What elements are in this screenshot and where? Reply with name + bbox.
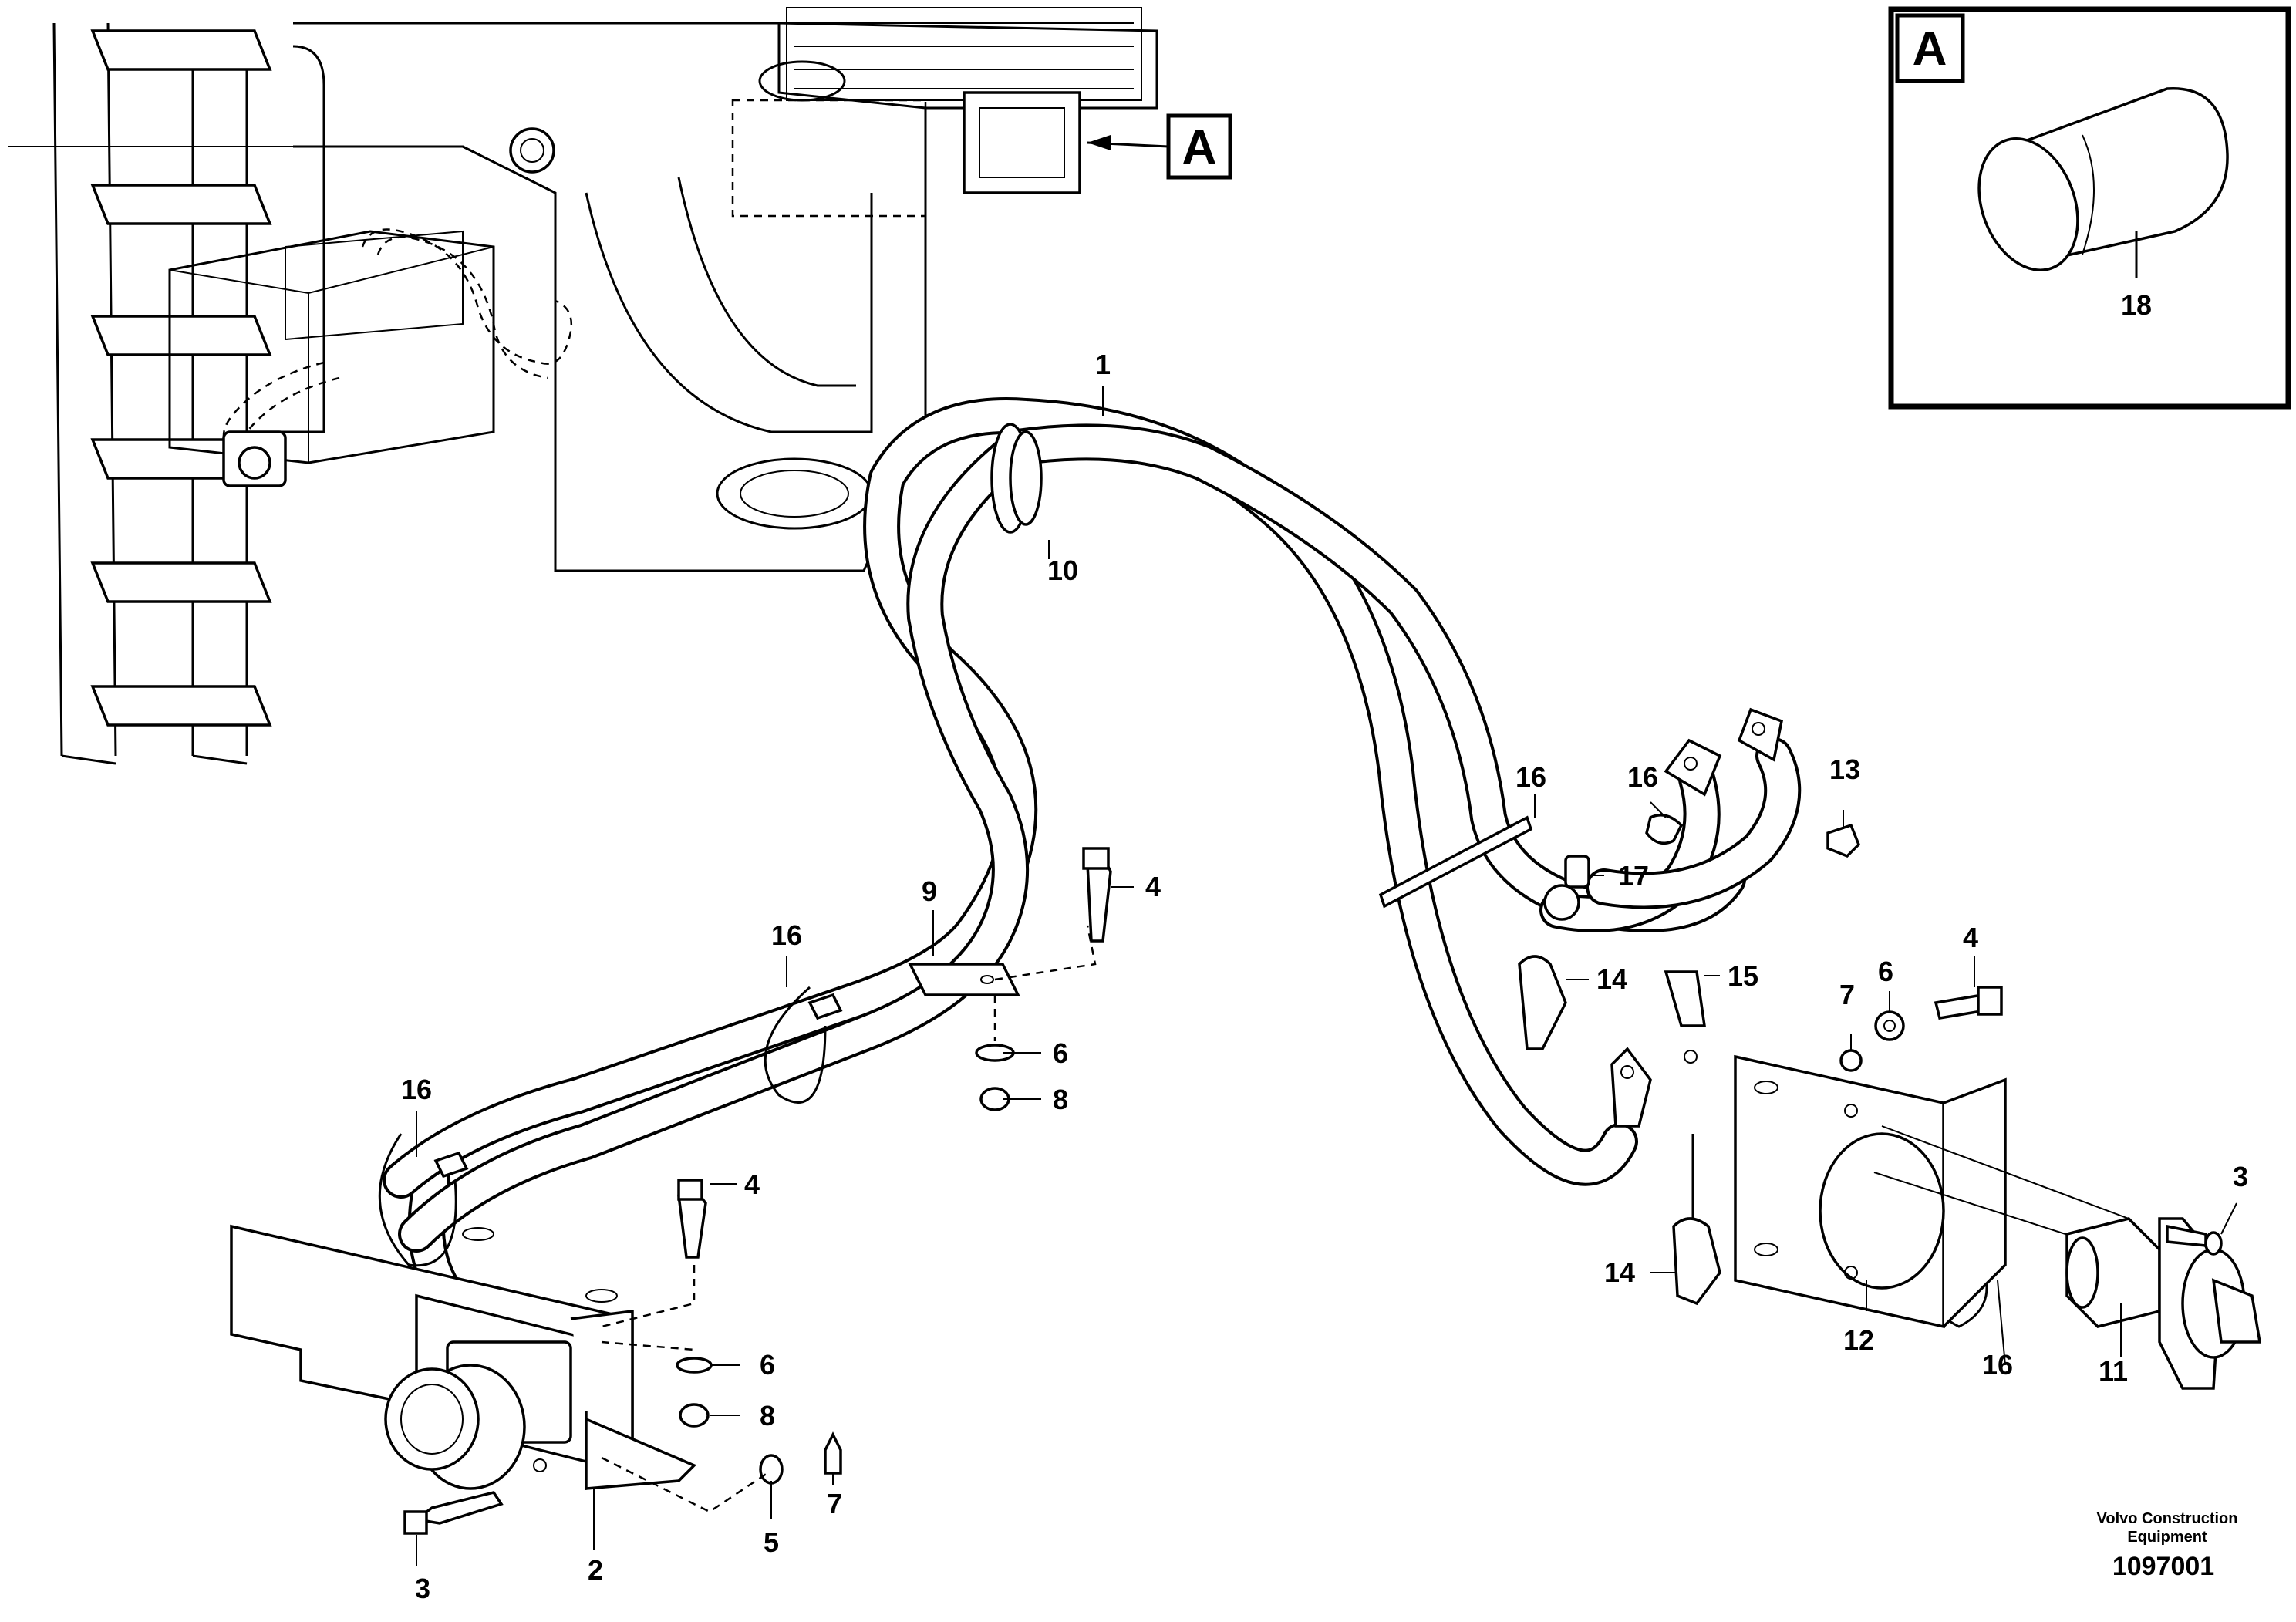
leader-lines	[416, 386, 2237, 1566]
callout-16-mid: 16	[771, 919, 802, 951]
callout-8-top: 8	[1053, 1084, 1068, 1115]
callout-4-left: 4	[744, 1168, 760, 1200]
callout-1: 1	[1095, 349, 1111, 380]
right-bracket-assembly	[1734, 823, 2262, 1390]
brand-line-1: Volvo Construction	[2097, 1510, 2238, 1527]
fasteners-left	[403, 847, 1112, 1535]
callout-5: 5	[764, 1526, 779, 1558]
callout-13: 13	[1829, 754, 1860, 785]
plug-cap-part	[1977, 87, 2229, 278]
left-bracket-assembly	[230, 1224, 697, 1491]
view-marker-a: A	[1087, 113, 1232, 180]
callout-10: 10	[1047, 555, 1078, 586]
callout-6-left: 6	[760, 1349, 775, 1381]
callout-9: 9	[922, 875, 937, 907]
svg-text:A: A	[1182, 121, 1217, 174]
detail-box-letter: A	[1913, 22, 1947, 76]
callout-numbers: 1 10 9 4 16 6 8 16 4 6 8 7 5 3 2 16 16 1…	[401, 349, 2248, 1604]
callout-16-left: 16	[401, 1074, 432, 1105]
callout-11: 11	[2099, 1355, 2128, 1387]
detail-box-part-number: 18	[2121, 289, 2152, 321]
cable-ties-16	[378, 986, 1988, 1328]
callout-3-left: 3	[415, 1573, 430, 1604]
callout-16-right-a: 16	[1515, 761, 1546, 793]
callout-16-right-b: 16	[1627, 761, 1658, 793]
detail-box-a: A 18	[1888, 6, 2291, 410]
callout-14-bottom: 14	[1604, 1256, 1635, 1288]
callout-4-top: 4	[1145, 871, 1161, 902]
cable-terminals	[1378, 707, 1784, 1306]
footer: Volvo Construction Equipment 1097001	[2097, 1510, 2238, 1581]
clamp-9	[908, 925, 1097, 996]
callout-15: 15	[1728, 960, 1758, 992]
callout-2: 2	[588, 1554, 603, 1586]
grommet-10	[990, 423, 1043, 534]
callout-7-left: 7	[827, 1488, 842, 1519]
callout-17: 17	[1618, 860, 1649, 892]
callout-14-top: 14	[1596, 963, 1627, 995]
callout-16-bottom: 16	[1982, 1349, 2013, 1381]
drawing-number: 1097001	[2112, 1552, 2214, 1581]
machine-frame	[8, 7, 1158, 765]
callout-4-right: 4	[1963, 922, 1978, 953]
callout-12: 12	[1843, 1324, 1874, 1356]
callout-3-right: 3	[2233, 1161, 2248, 1192]
callout-8-left: 8	[760, 1400, 775, 1431]
brand-line-2: Equipment	[2127, 1529, 2207, 1546]
callout-7-right: 7	[1839, 979, 1855, 1010]
callout-6-top: 6	[1053, 1037, 1068, 1069]
callout-6-right: 6	[1878, 956, 1893, 987]
